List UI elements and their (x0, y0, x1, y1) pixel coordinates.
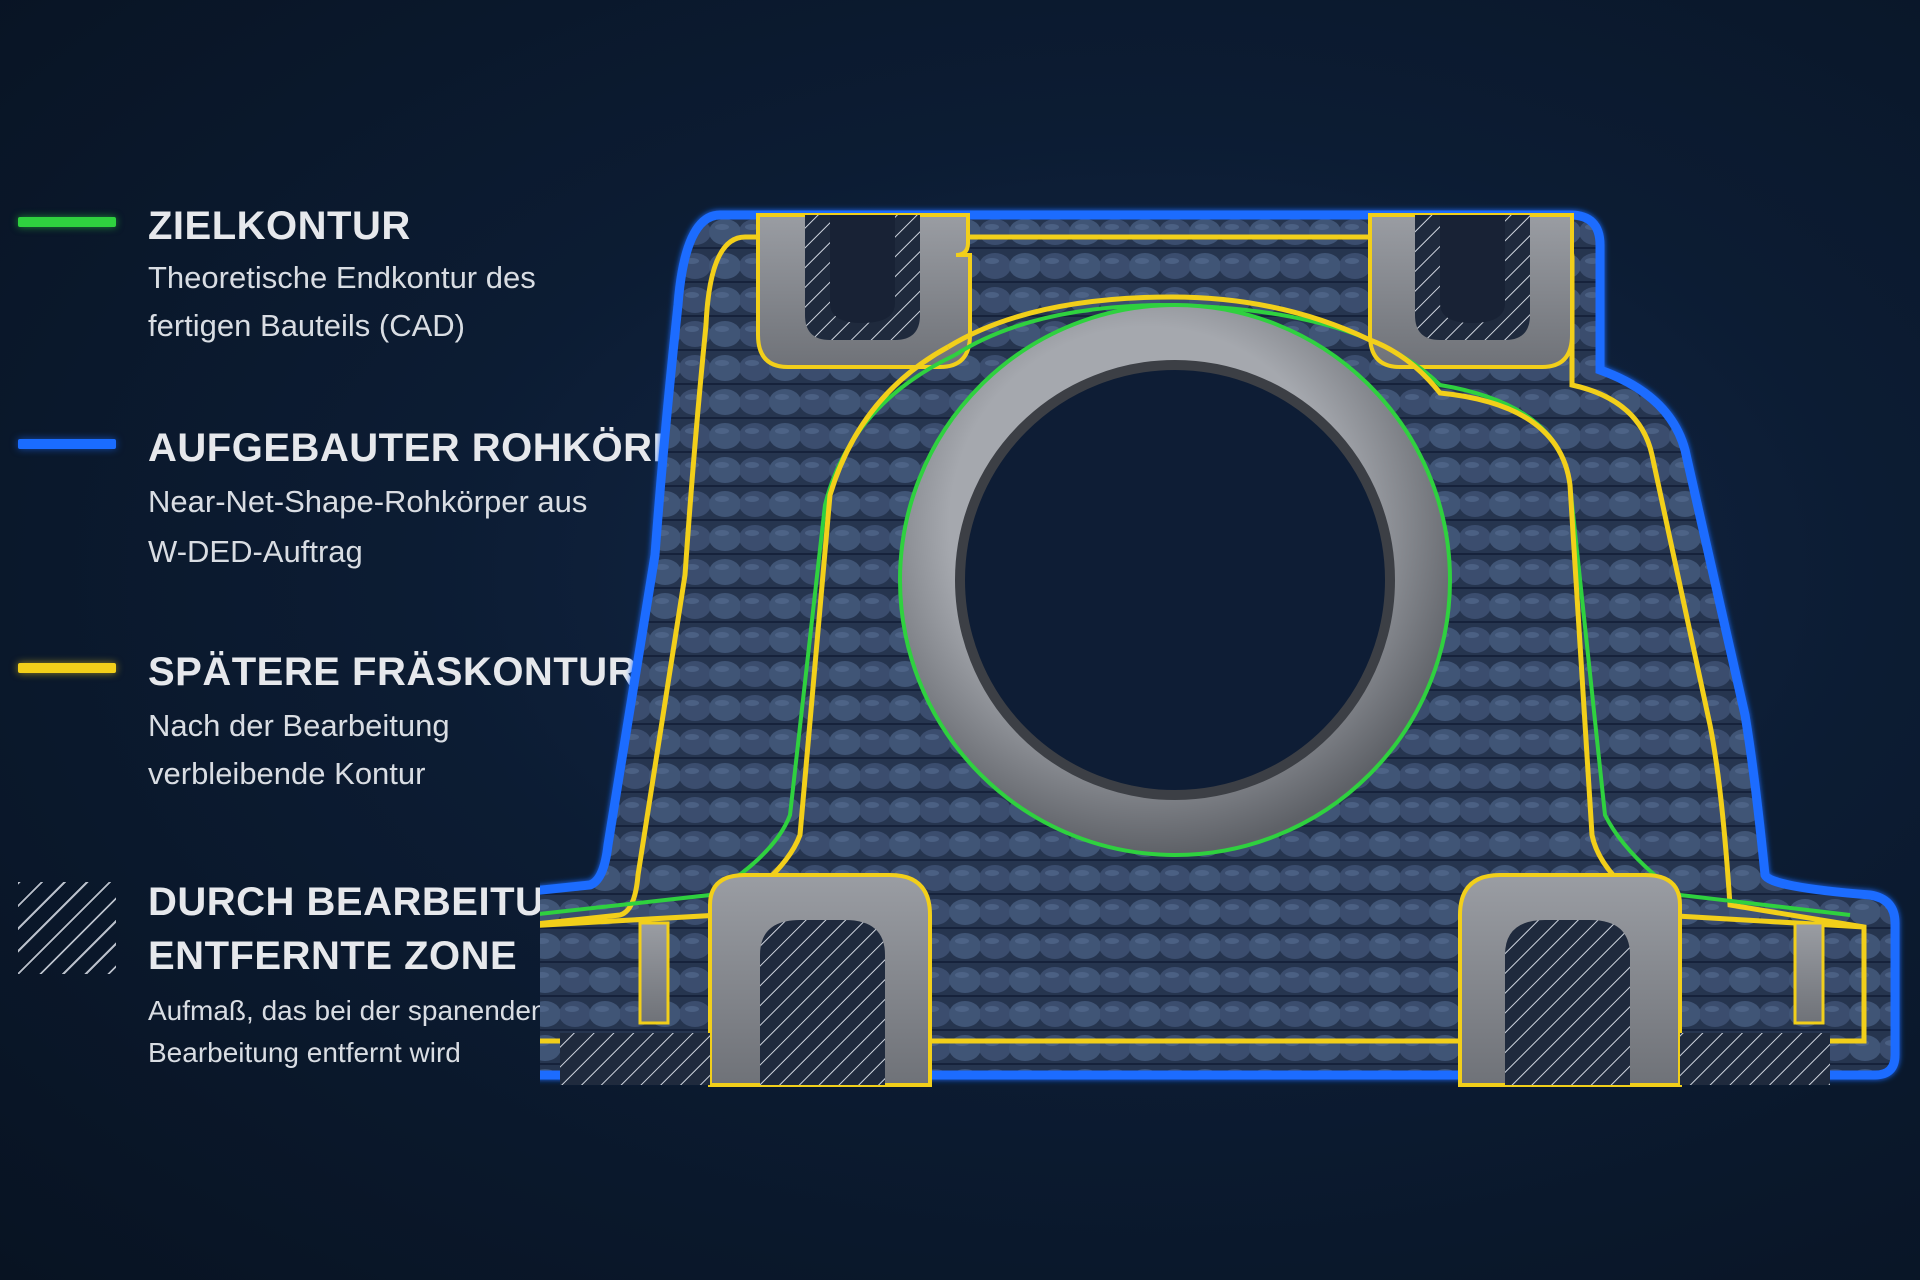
legend: ZIELKONTUR Theoretische Endkontur des fe… (0, 0, 736, 1280)
legend-item-entfernte-zone: DURCH BEARBEITUNG ENTFERNTE ZONE Aufmaß,… (0, 876, 640, 1076)
legend-desc-line: Bearbeitung entfernt wird (148, 1037, 461, 1068)
right-flange-steel-edge (1793, 921, 1825, 1025)
hatch-pattern-swatch (18, 882, 116, 974)
pillow-block-cross-section (540, 195, 1920, 1095)
legend-desc-line: W-DED-Auftrag (148, 534, 363, 569)
bottom-left-hatch-zone (760, 920, 885, 1085)
bottom-right-flange-hatch (1680, 1033, 1830, 1085)
legend-desc-line: Aufmaß, das bei der spanenden (148, 995, 547, 1026)
legend-desc-line: verbleibende Kontur (148, 756, 426, 791)
legend-desc-line: Nach der Bearbeitung (148, 708, 450, 743)
legend-title: SPÄTERE FRÄSKONTUR (148, 650, 638, 694)
top-right-slot-cut (1440, 215, 1505, 323)
legend-item-fraeskontur: SPÄTERE FRÄSKONTUR Nach der Bearbeitung … (0, 646, 640, 806)
green-line-swatch (18, 217, 116, 227)
legend-item-zielkontur: ZIELKONTUR Theoretische Endkontur des fe… (0, 200, 640, 360)
cross-section-drawing (540, 210, 1900, 1087)
legend-title: ZIELKONTUR (148, 204, 411, 248)
left-flange-steel-edge (638, 921, 670, 1025)
legend-desc-line: Theoretische Endkontur des (148, 260, 536, 295)
ring-milling-contour (946, 294, 1865, 930)
milling-contour (540, 234, 1867, 1044)
legend-title: AUFGEBAUTER ROHKÖRPER (148, 426, 737, 470)
legend-title-line: DURCH BEARBEITUNG (148, 880, 606, 924)
blue-line-swatch (18, 439, 116, 449)
legend-item-rohkoerper: AUFGEBAUTER ROHKÖRPER Near-Net-Shape-Roh… (0, 422, 736, 582)
top-left-slot-cut (830, 215, 895, 323)
bearing-bore (955, 360, 1395, 800)
yellow-line-swatch (18, 663, 116, 673)
legend-desc-line: fertigen Bauteils (CAD) (148, 308, 466, 343)
legend-desc-line: Near-Net-Shape-Rohkörper aus (148, 484, 588, 519)
bottom-left-flange-hatch (560, 1033, 710, 1085)
bottom-right-hatch-zone (1505, 920, 1630, 1085)
legend-title-line: ENTFERNTE ZONE (148, 934, 518, 978)
